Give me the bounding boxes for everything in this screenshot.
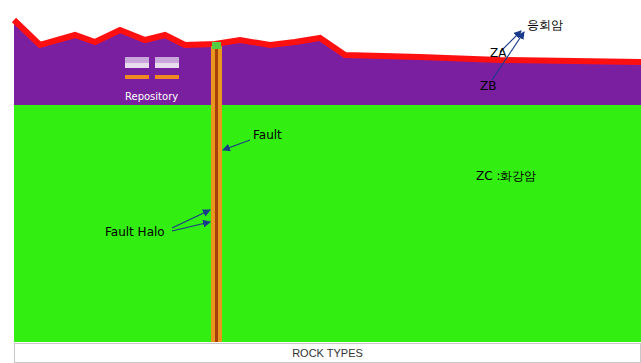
leader-line <box>172 31 524 231</box>
text-label: ZA <box>490 47 506 60</box>
fault-cap <box>212 42 221 49</box>
tuff-zone <box>14 20 641 105</box>
granite-zone <box>14 104 641 342</box>
bar-title: ROCK TYPES <box>292 347 363 359</box>
fault-halo <box>211 46 222 342</box>
text-label: Fault Halo <box>105 226 165 239</box>
repository-symbol <box>125 57 179 79</box>
text-label: ZC :화강암 <box>476 170 536 183</box>
fault-core <box>215 46 218 342</box>
text-label: ZB <box>480 80 496 93</box>
surface-layer <box>14 20 641 62</box>
title-bar: ROCK TYPES <box>14 343 641 363</box>
text-label: Repository <box>125 91 178 102</box>
text-label: 응회암 <box>527 19 563 32</box>
text-label: Fault <box>253 129 282 142</box>
